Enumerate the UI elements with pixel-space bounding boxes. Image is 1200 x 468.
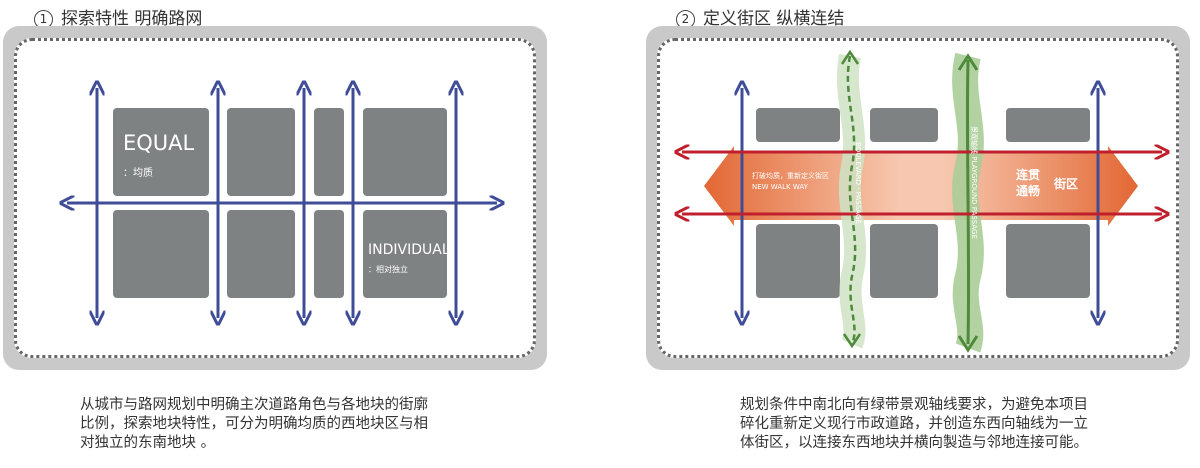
arrow-head [842, 333, 862, 349]
block [363, 108, 447, 196]
caption-line: 对独立的东南地块 。 [80, 435, 216, 451]
block [227, 108, 295, 196]
block [870, 224, 938, 298]
district-label: 街区 [1053, 176, 1078, 191]
walk-label-cn: 打破均质，重新定义街区 [752, 171, 829, 180]
caption-line: 规划条件中南北向有绿带景观轴线要求，为避免本项目 [740, 397, 1088, 413]
block-equal [113, 108, 209, 196]
arrow-head [957, 53, 979, 71]
block [756, 108, 840, 142]
label-individual: INDIVIDUAL [368, 242, 450, 258]
connect-label-a: 连贯 [1016, 167, 1040, 182]
block [870, 108, 938, 142]
arrow-head [840, 49, 860, 65]
connect-label-b: 通畅 [1016, 183, 1040, 198]
label-equal: EQUAL [123, 131, 195, 155]
block [1006, 108, 1090, 142]
right-heading-text: 定义街区 纵横连结 [703, 9, 845, 29]
right-caption: 规划条件中南北向有绿带景观轴线要求，为避免本项目 碎化重新定义现行市政道路，并创… [740, 396, 1160, 453]
green-axis-a-label: BOULEVARD · PASSAGE [854, 142, 862, 224]
left-caption: 从城市与路网规划中明确主次道路角色与各地块的街廓 比例，探索地块特性，可分为明确… [80, 396, 500, 453]
block [314, 210, 344, 298]
label-equal-sub: ：均质 [123, 167, 153, 179]
right-diagram-panel: BOULEVARD · PASSAGE 景观轴线 PLAYGROUND PASS… [646, 26, 1190, 370]
left-diagram-svg: EQUAL ：均质 INDIVIDUAL ：相对独立 [3, 26, 547, 370]
caption-line: 比例，探索地块特性，可分为明确均质的西地块区与相 [80, 416, 428, 432]
green-axis-a-line [846, 55, 857, 345]
block [756, 224, 840, 298]
east-west-axis-band [704, 146, 1138, 226]
caption-line: 碎化重新定义现行市政道路，并创造东西向轴线为一立 [740, 416, 1088, 432]
block [227, 210, 295, 298]
caption-line: 从城市与路网规划中明确主次道路角色与各地块的街廓 [80, 397, 428, 413]
block [113, 210, 209, 298]
arrow-head [957, 335, 979, 353]
right-diagram-svg: BOULEVARD · PASSAGE 景观轴线 PLAYGROUND PASS… [646, 49, 1190, 353]
left-diagram-panel: EQUAL ：均质 INDIVIDUAL ：相对独立 [3, 26, 547, 370]
walk-label-en: NEW WALK WAY [752, 183, 809, 191]
left-heading-text: 探索特性 明确路网 [61, 9, 203, 29]
block [1006, 224, 1090, 298]
green-axis-b-line [965, 59, 971, 345]
caption-line: 体街区，以连接东西地块并横向製造与邻地连接可能。 [740, 435, 1088, 451]
block [314, 108, 344, 196]
label-individual-sub: ：相对独立 [368, 264, 408, 274]
green-axis-b-label: 景观轴线 PLAYGROUND PASSAGE [970, 126, 979, 239]
block-individual [363, 210, 447, 298]
